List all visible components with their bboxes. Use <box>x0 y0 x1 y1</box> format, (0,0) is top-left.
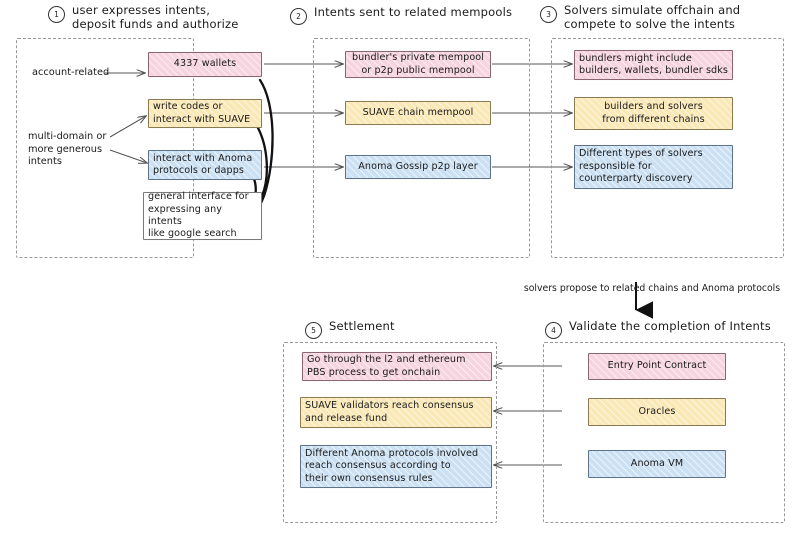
node-write-codes-suave[interactable]: write codes or interact with SUAVE <box>148 99 262 128</box>
arrow-group-col1-inputs <box>105 73 147 163</box>
node-anoma-protocols-consensus[interactable]: Different Anoma protocols involved reach… <box>300 445 492 488</box>
section-1-container <box>16 38 194 258</box>
section-number-4: 4 <box>545 322 562 339</box>
node-interact-anoma[interactable]: interact with Anoma protocols or dapps <box>148 150 262 180</box>
section-heading-1: 1 user expresses intents, deposit funds … <box>48 3 288 31</box>
section-3-container <box>551 38 784 258</box>
node-label: general interface for expressing any int… <box>148 191 249 240</box>
node-builders-and-solvers[interactable]: builders and solvers from different chai… <box>574 97 733 130</box>
node-entry-point-contract[interactable]: Entry Point Contract <box>588 353 726 380</box>
node-label: Go through the l2 and ethereum PBS proce… <box>307 354 466 378</box>
section-title-2: Intents sent to related mempools <box>314 5 513 19</box>
section-2-container <box>313 38 530 258</box>
node-label: SUAVE chain mempool <box>362 106 474 118</box>
node-suave-validators[interactable]: SUAVE validators reach consensus and rel… <box>300 397 492 428</box>
section-number-1: 1 <box>48 6 65 23</box>
node-bundlers-might-include[interactable]: bundlers might include builders, wallets… <box>574 50 733 80</box>
node-label: Different Anoma protocols involved reach… <box>305 447 479 484</box>
arrow-group-col2-to-col3 <box>492 64 572 167</box>
section-4-container <box>543 342 785 523</box>
node-bundler-mempool[interactable]: bundler's private mempool or p2p public … <box>345 51 491 78</box>
node-l2-ethereum-pbs[interactable]: Go through the l2 and ethereum PBS proce… <box>302 352 492 381</box>
section-number-5: 5 <box>305 322 322 339</box>
node-label: SUAVE validators reach consensus and rel… <box>305 400 474 424</box>
node-general-interface[interactable]: general interface for expressing any int… <box>143 191 262 240</box>
section-heading-2: 2 Intents sent to related mempools <box>290 5 540 25</box>
node-label: builders and solvers from different chai… <box>602 101 705 125</box>
node-label: Different types of solvers responsible f… <box>579 148 703 185</box>
section-title-1: user expresses intents, deposit funds an… <box>72 3 239 31</box>
node-label: bundlers might include builders, wallets… <box>579 52 728 76</box>
node-label: Anoma VM <box>630 457 684 469</box>
node-oracles[interactable]: Oracles <box>588 398 726 426</box>
label-multi-domain: multi-domain or more generous intents <box>28 131 107 168</box>
midflow-label: solvers propose to related chains and An… <box>523 283 781 294</box>
node-label: Entry Point Contract <box>607 360 707 372</box>
section-5-container <box>283 342 497 523</box>
node-anoma-vm[interactable]: Anoma VM <box>588 450 726 478</box>
arrow-group-validate-to-settlement <box>494 366 562 465</box>
node-label: bundler's private mempool or p2p public … <box>351 52 485 76</box>
node-label: Anoma Gossip p2p layer <box>358 160 478 172</box>
node-anoma-gossip[interactable]: Anoma Gossip p2p layer <box>345 155 491 179</box>
node-label: Oracles <box>638 405 676 417</box>
section-number-3: 3 <box>540 6 557 23</box>
node-suave-chain-mempool[interactable]: SUAVE chain mempool <box>345 101 491 125</box>
section-heading-5: 5 Settlement <box>305 319 505 339</box>
section-title-3: Solvers simulate offchain and compete to… <box>564 3 741 31</box>
section-number-2: 2 <box>290 8 307 25</box>
node-label: interact with Anoma protocols or dapps <box>153 152 253 176</box>
section-title-5: Settlement <box>329 319 395 333</box>
node-label: write codes or interact with SUAVE <box>153 101 251 125</box>
node-label: 4337 wallets <box>173 58 237 70</box>
section-heading-3: 3 Solvers simulate offchain and compete … <box>540 3 785 31</box>
arrow-group-col1-to-col2 <box>264 64 343 167</box>
label-account-related: account-related <box>32 67 110 78</box>
section-heading-4: 4 Validate the completion of Intents <box>545 319 795 339</box>
node-4337-wallets[interactable]: 4337 wallets <box>148 52 262 77</box>
section-title-4: Validate the completion of Intents <box>569 319 771 333</box>
node-different-types-of-solvers[interactable]: Different types of solvers responsible f… <box>574 145 733 189</box>
